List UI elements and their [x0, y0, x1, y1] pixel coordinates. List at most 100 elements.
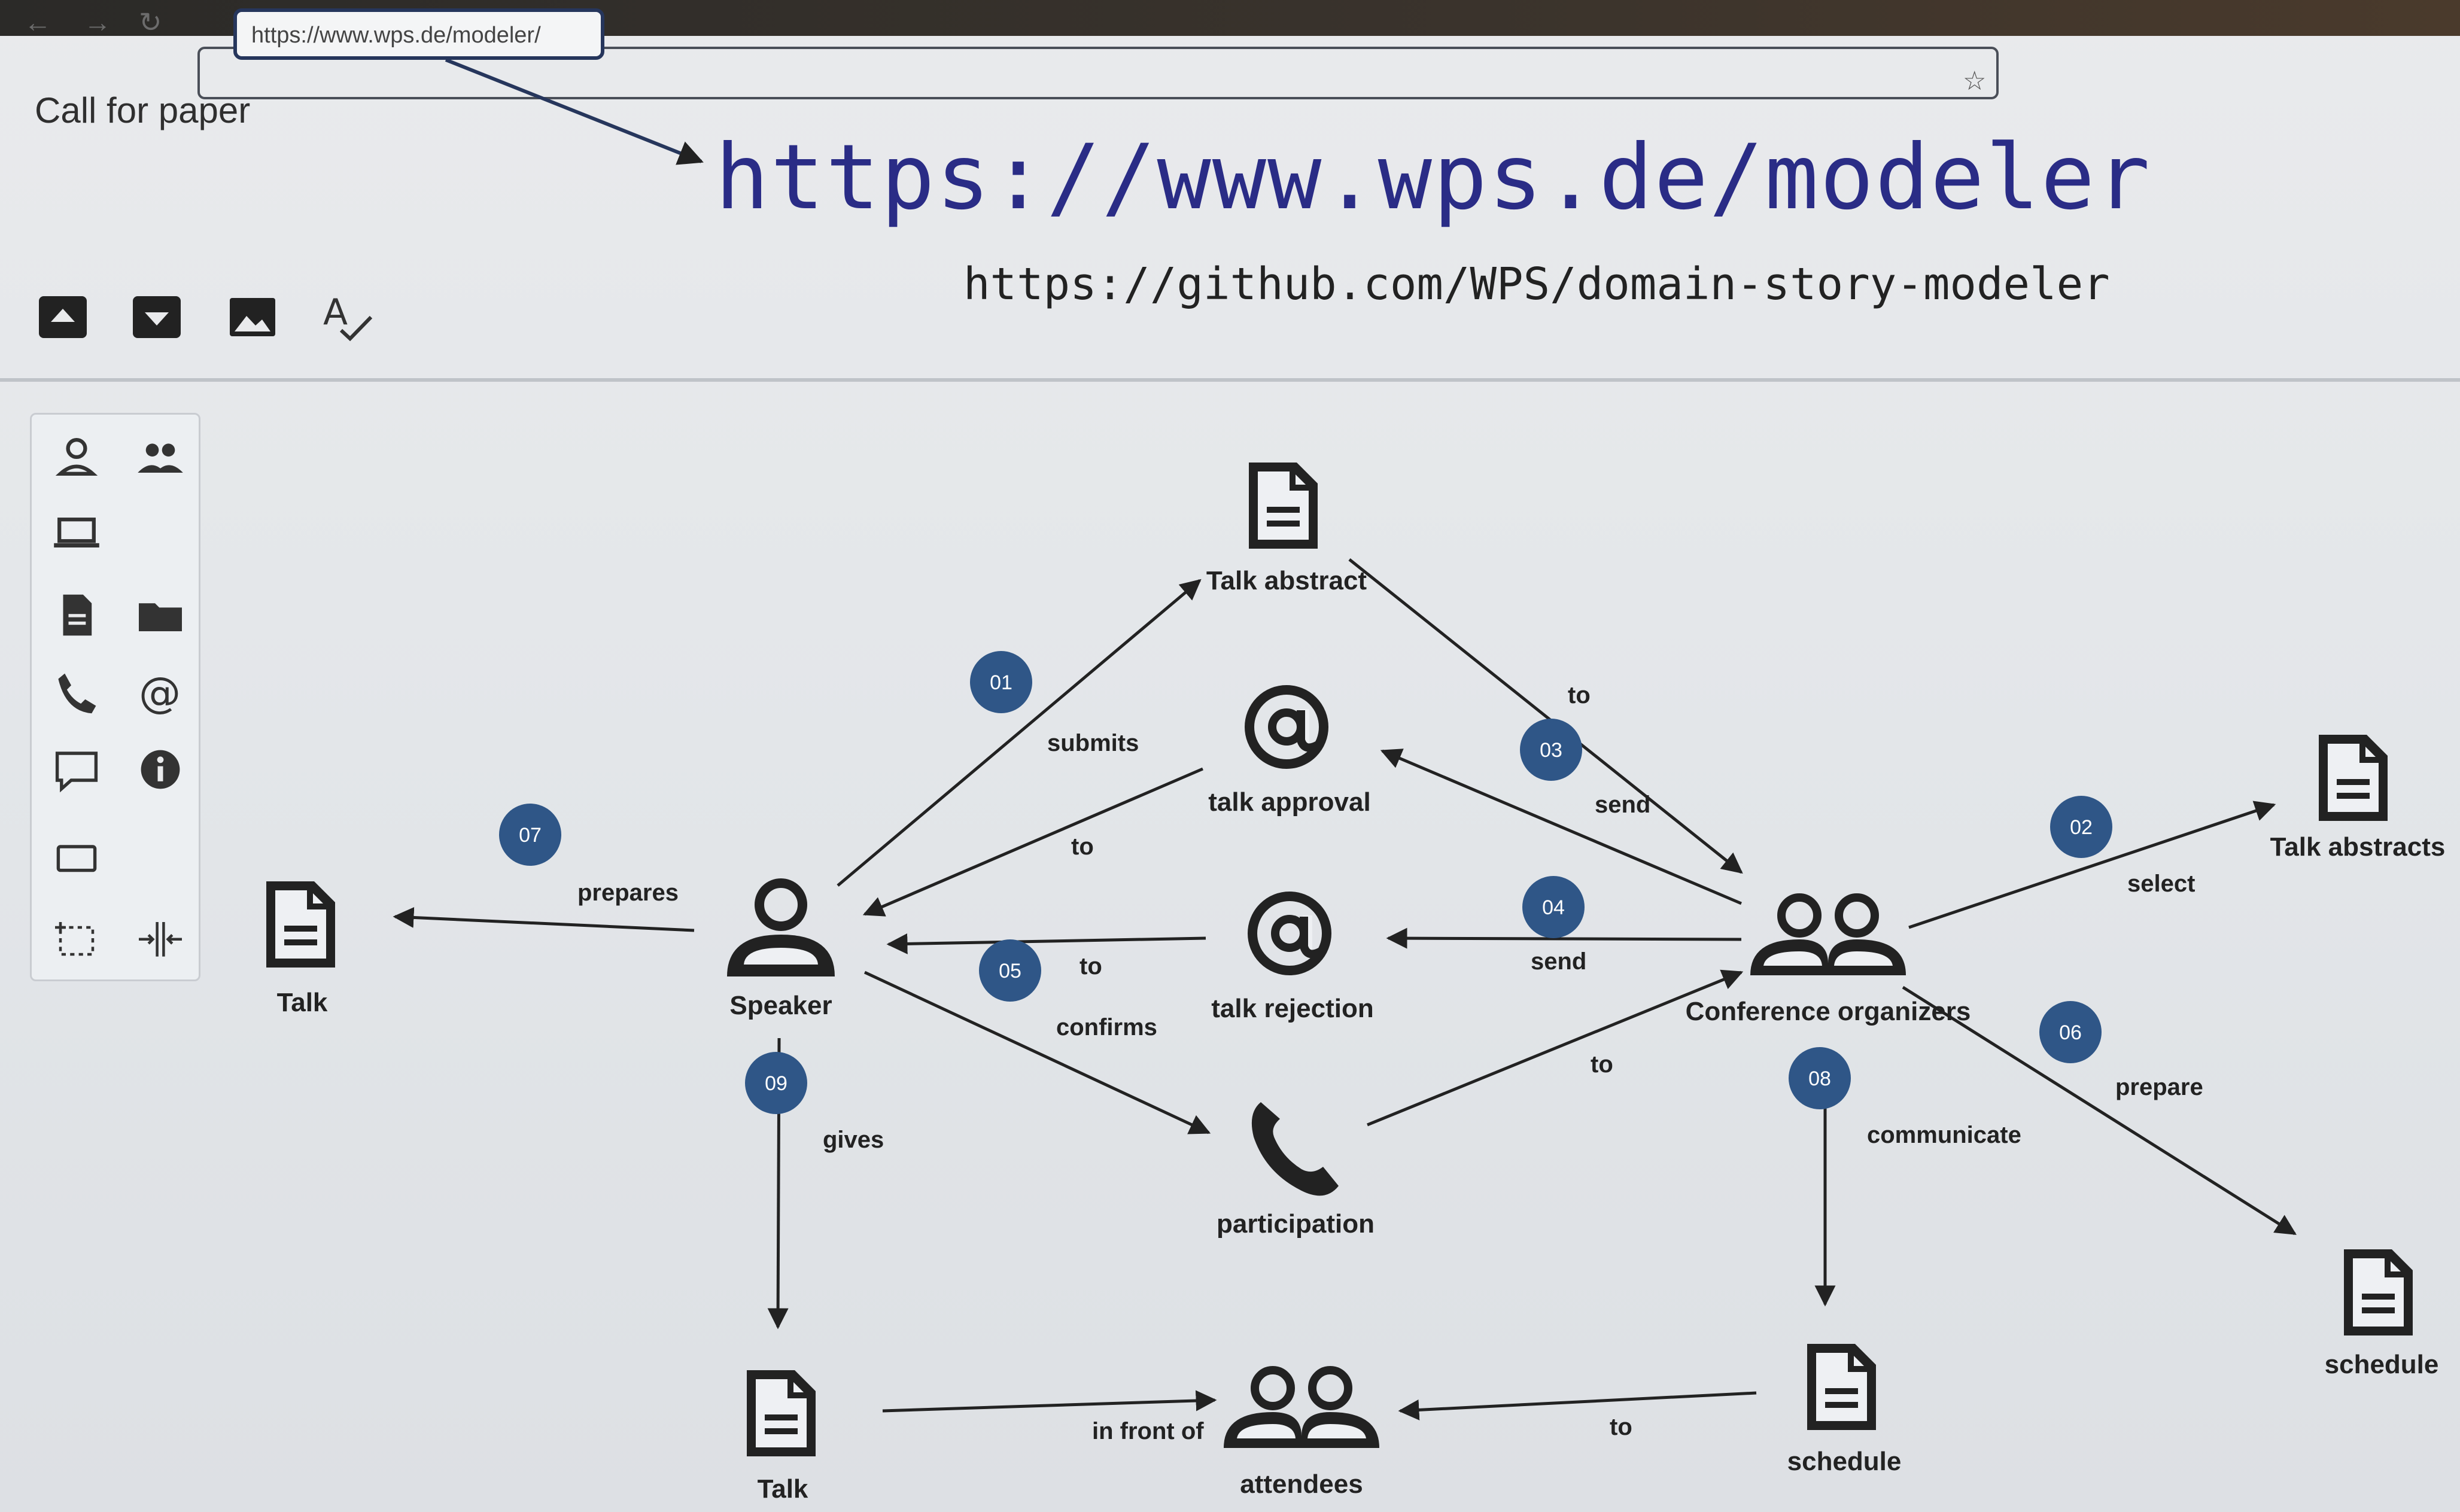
edge-label-to-rejection: to	[1080, 953, 1102, 979]
number-badges: 01 02 03 04 05 06 07 08 09	[499, 651, 2112, 1114]
edge-prepares[interactable]	[393, 906, 695, 932]
import-icon[interactable]	[127, 287, 187, 347]
edges	[393, 558, 2297, 1420]
node-label: schedule	[1787, 1447, 1902, 1476]
badge-01: 01	[970, 651, 1032, 713]
toolbar-divider	[0, 378, 2460, 382]
node-talk-bottom[interactable]: Talk	[747, 1370, 816, 1504]
edge-in-front-of[interactable]	[882, 1390, 1217, 1413]
node-label: schedule	[2325, 1350, 2439, 1379]
edge-label-confirms: confirms	[1056, 1014, 1157, 1041]
node-label: Talk abstract	[1206, 566, 1367, 595]
phone-icon[interactable]	[50, 666, 104, 720]
node-label: Conference organizers	[1686, 997, 1971, 1026]
page-title: Call for paper	[35, 90, 251, 130]
badge-number: 01	[990, 671, 1012, 694]
image-icon[interactable]	[223, 287, 282, 347]
edge-label-in-front-of: in front of	[1092, 1418, 1204, 1444]
edge-label-send-approval: send	[1595, 792, 1650, 818]
svg-text:A: A	[323, 291, 348, 333]
github-url-annotation: https://github.com/WPS/domain-story-mode…	[963, 258, 2110, 310]
bookmark-star-icon[interactable]: ☆	[1963, 66, 1987, 96]
edge-prepare[interactable]	[1902, 985, 2297, 1236]
edge-label-select: select	[2127, 871, 2195, 897]
export-icon[interactable]	[33, 287, 93, 347]
node-label: talk approval	[1208, 787, 1370, 817]
edge-submits[interactable]	[837, 579, 1202, 887]
lasso-icon[interactable]	[50, 911, 104, 965]
person-icon[interactable]	[50, 430, 104, 483]
badge-number: 03	[1540, 739, 1562, 762]
forward-icon[interactable]: →	[84, 7, 111, 38]
edge-label-to-participation: to	[1591, 1051, 1613, 1078]
node-label: attendees	[1240, 1470, 1363, 1499]
edge-to-rejection[interactable]	[886, 933, 1206, 954]
rectangle-icon[interactable]	[50, 830, 104, 884]
badge-number: 04	[1542, 896, 1565, 919]
edge-label-to-schedule: to	[1610, 1414, 1632, 1440]
node-label: Speaker	[729, 991, 832, 1020]
node-talk-approval[interactable]: talk approval	[1208, 690, 1371, 817]
element-palette: @	[30, 413, 200, 981]
edge-to-approval[interactable]	[862, 767, 1203, 917]
modeler-url-annotation: https://www.wps.de/modeler	[715, 126, 2151, 230]
badge-07: 07	[499, 804, 561, 866]
edge-to-participation[interactable]	[1367, 969, 1744, 1127]
badge-04: 04	[1522, 876, 1585, 938]
badge-09: 09	[745, 1052, 807, 1114]
reload-icon[interactable]: ↻	[139, 7, 162, 38]
spellcheck-icon[interactable]: A	[317, 287, 377, 347]
node-talk-left[interactable]: Talk	[266, 881, 335, 1017]
email-at-icon[interactable]: @	[133, 666, 187, 720]
comment-icon[interactable]	[50, 743, 104, 796]
node-label: Talk	[758, 1474, 808, 1504]
node-label: participation	[1217, 1209, 1375, 1239]
badge-08: 08	[1789, 1047, 1851, 1109]
node-talk-abstract[interactable]: Talk abstract	[1206, 463, 1367, 595]
edge-label-prepare: prepare	[2115, 1074, 2203, 1100]
node-talk-rejection[interactable]: talk rejection	[1211, 896, 1374, 1023]
node-schedule-right[interactable]: schedule	[2325, 1249, 2439, 1379]
badge-03: 03	[1520, 719, 1582, 781]
badge-05: 05	[979, 939, 1041, 1002]
edge-label-to-approval: to	[1071, 833, 1094, 860]
node-attendees[interactable]: attendees	[1224, 1370, 1379, 1499]
edge-send-approval[interactable]	[1380, 749, 1742, 905]
badge-number: 06	[2059, 1021, 2082, 1044]
url-annotation-arrow	[445, 58, 704, 165]
badge-number: 07	[519, 824, 542, 847]
edge-label-prepares: prepares	[577, 880, 679, 906]
edge-label-to-abstract: to	[1568, 682, 1591, 708]
info-icon[interactable]	[133, 743, 187, 796]
edge-label-gives: gives	[823, 1127, 884, 1153]
node-label: talk rejection	[1211, 994, 1373, 1023]
badge-number: 09	[765, 1072, 787, 1095]
laptop-icon[interactable]	[50, 504, 104, 558]
address-bar-url: https://www.wps.de/modeler/	[251, 23, 541, 48]
badge-number: 02	[2070, 816, 2093, 839]
node-conference-organizers[interactable]: Conference organizers	[1686, 898, 1971, 1026]
node-speaker[interactable]: Speaker	[727, 883, 835, 1020]
edge-label-communicate: communicate	[1867, 1122, 2021, 1148]
node-talk-abstracts[interactable]: Talk abstracts	[2270, 735, 2446, 862]
edge-select[interactable]	[1908, 801, 2276, 929]
node-schedule-bottom[interactable]: schedule	[1787, 1344, 1902, 1476]
document-icon[interactable]	[50, 588, 104, 642]
badge-02: 02	[2050, 796, 2112, 858]
address-bar-frame	[197, 47, 1999, 99]
address-bar[interactable]: https://www.wps.de/modeler/	[233, 8, 604, 60]
node-participation[interactable]: participation	[1217, 1102, 1375, 1239]
badge-number: 05	[999, 960, 1021, 982]
svg-text:@: @	[139, 668, 181, 717]
edge-send-rejection[interactable]	[1386, 927, 1742, 949]
edge-to-schedule[interactable]	[1398, 1391, 1757, 1420]
space-tool-icon[interactable]	[133, 911, 187, 965]
folder-icon[interactable]	[133, 588, 187, 642]
edge-confirms[interactable]	[863, 971, 1211, 1134]
edge-to-abstract[interactable]	[1348, 558, 1743, 874]
back-icon[interactable]: ←	[24, 7, 51, 38]
badge-number: 08	[1808, 1067, 1831, 1090]
node-label: Talk	[277, 988, 328, 1017]
group-icon[interactable]	[133, 430, 187, 483]
